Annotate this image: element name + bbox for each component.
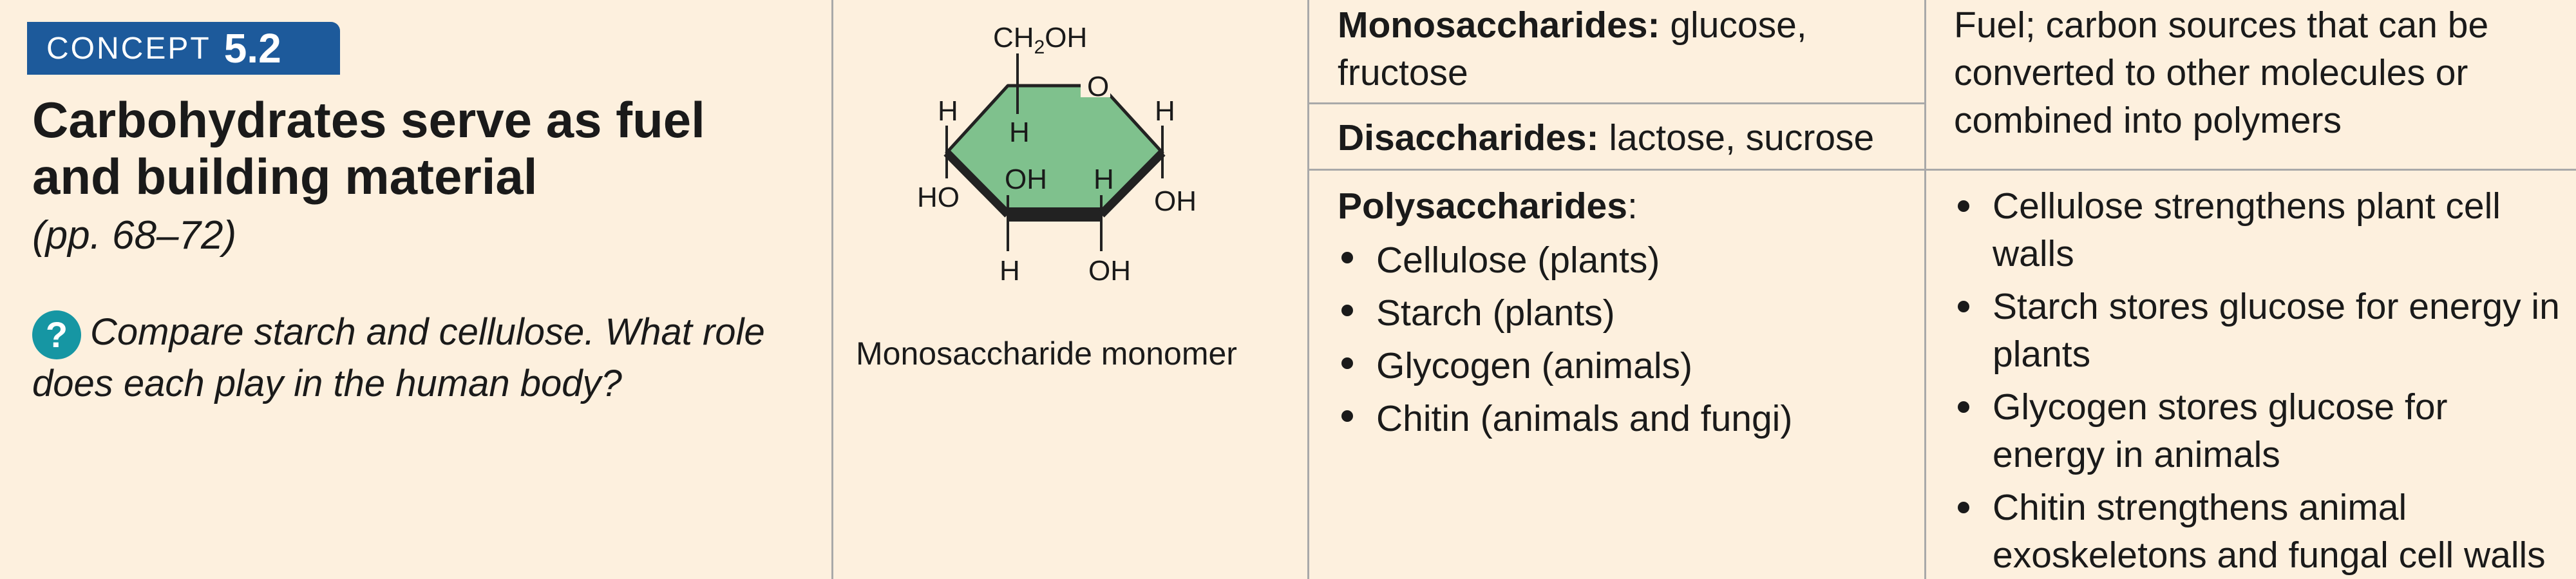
oh-inner-label: OH: [1005, 164, 1047, 195]
glucose-ring-structure: CH2OH O H H H OH H HO OH H OH: [917, 22, 1197, 287]
concept-number: 5.2: [223, 25, 281, 71]
ring-oxygen-label: O: [1087, 71, 1109, 102]
ch2oh-label: CH2OH: [993, 22, 1087, 58]
polysaccharides-cell: Polysaccharides: Cellulose (plants) Star…: [1338, 182, 1904, 445]
list-item: Glycogen (animals): [1338, 339, 1904, 392]
oh-right-label: OH: [1154, 185, 1197, 217]
polysaccharide-list: Cellulose (plants) Starch (plants) Glyco…: [1338, 234, 1904, 445]
list-item: Cellulose strengthens plant cell walls: [1954, 182, 2566, 278]
list-item: Starch stores glucose for energy in plan…: [1954, 283, 2566, 378]
function-list: Cellulose strengthens plant cell walls S…: [1954, 182, 2566, 579]
list-item: Glycogen stores glucose for energy in an…: [1954, 383, 2566, 479]
ring-front-left: [943, 149, 1011, 218]
h-inner-right-label: H: [1094, 164, 1114, 195]
list-item: Starch (plants): [1338, 287, 1904, 339]
disaccharides-label: Disaccharides:: [1338, 117, 1599, 158]
h-right-outer-label: H: [1155, 95, 1175, 127]
column-divider-2: [1307, 0, 1309, 579]
monosaccharides-label: Monosaccharides:: [1338, 5, 1660, 46]
row-divider-simple-poly: [1309, 169, 2576, 171]
concept-heading: Carbohydrates serve as fuel and building…: [32, 91, 705, 205]
ho-left-label: HO: [917, 182, 960, 213]
h-left-outer-label: H: [938, 95, 958, 127]
h-left-inner-label: H: [1009, 117, 1030, 148]
question-icon: ?: [32, 310, 81, 359]
disaccharides-examples: lactose, sucrose: [1609, 117, 1875, 158]
oh-bottom-label: OH: [1088, 255, 1131, 287]
polysaccharides-label: Polysaccharides: [1338, 185, 1627, 227]
ring-oxygen-gap: [1081, 75, 1110, 97]
concept-label: CONCEPT: [46, 31, 211, 66]
question-text: Compare starch and cellulose. What role …: [32, 311, 765, 404]
hexose-ring: [945, 84, 1164, 216]
polysaccharides-heading: Polysaccharides:: [1338, 182, 1904, 230]
list-item: Chitin strengthens animal exoskeletons a…: [1954, 484, 2566, 579]
concept-badge: CONCEPT 5.2: [27, 22, 340, 75]
column-divider-3: [1924, 0, 1926, 579]
polysaccharide-functions: Cellulose strengthens plant cell walls S…: [1954, 182, 2566, 579]
review-question: ?Compare starch and cellulose. What role…: [32, 308, 805, 408]
ring-front-right: [1098, 149, 1166, 218]
row-divider-mono-di: [1309, 102, 1924, 104]
monosaccharides-examples: glucose, fructose: [1338, 5, 1807, 93]
page-reference: (pp. 68–72): [32, 213, 237, 258]
disaccharides-cell: Disaccharides: lactose, sucrose: [1338, 114, 1904, 162]
simple-sugar-function: Fuel; carbon sources that can be convert…: [1954, 5, 2489, 141]
monosaccharides-cell: Monosaccharides: glucose, fructose: [1338, 1, 1904, 97]
column-divider-1: [831, 0, 833, 579]
list-item: Cellulose (plants): [1338, 234, 1904, 287]
polysaccharides-colon: :: [1627, 185, 1638, 227]
h-bottom-label: H: [999, 255, 1020, 287]
structure-caption: Monosaccharide monomer: [856, 336, 1237, 372]
list-item: Chitin (animals and fungi): [1338, 392, 1904, 445]
